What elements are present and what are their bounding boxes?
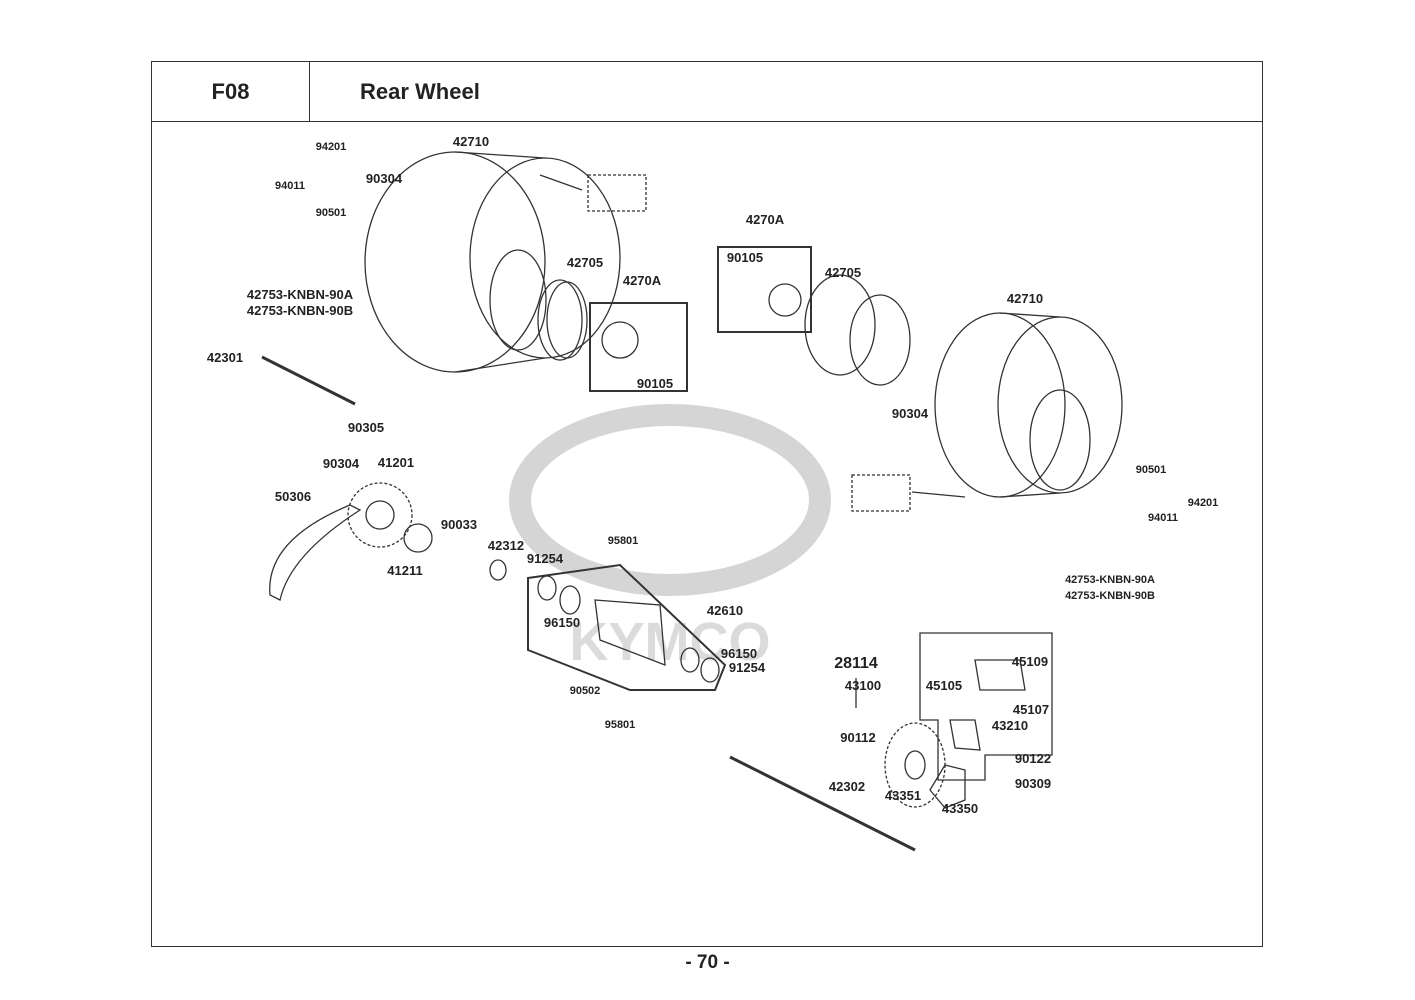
part-label: 91254 [728,660,766,675]
part-label: 90105 [726,250,764,265]
part-label: 45109 [1011,654,1049,669]
part-label: 43210 [991,718,1029,733]
part-label: 90502 [569,685,601,697]
watermark-text: KYMCO [570,612,771,672]
part-label: 42753-KNBN-90A [246,287,354,302]
part-label: 4270A [622,273,662,288]
part-label: 42705 [824,265,862,280]
axle-bolt [261,355,356,406]
page-title: Rear Wheel [309,61,1263,122]
right-rim [804,274,911,386]
part-label: 42753-KNBN-90A [1065,574,1155,586]
part-label: 43100 [844,678,882,693]
part-label: 95801 [604,719,636,731]
part-label: 42705 [566,255,604,270]
part-label: 91254 [526,551,564,566]
part-label: 41211 [387,563,423,578]
part-label: 42301 [206,350,244,365]
kymco-watermark: KYMCO [509,404,831,672]
rear-axle [729,755,916,852]
right-hub [768,283,802,317]
part-label: 42753-KNBN-90B [1065,590,1155,602]
part-label: 90309 [1014,776,1052,791]
part-label: 94201 [315,141,347,153]
part-label: 42302 [828,779,866,794]
part-label: 42753-KNBN-90B [246,303,354,318]
part-label: 41201 [377,455,415,470]
brake-hub [929,764,966,809]
drive-chain [269,504,362,601]
hub-box-left [589,302,688,392]
part-label: 50306 [274,489,312,504]
part-label: 43350 [941,801,979,816]
part-label: 90112 [840,730,876,745]
hub-box-right [717,246,812,333]
part-label: 42610 [706,603,744,618]
section-code: F08 [151,61,310,122]
part-label: 42710 [452,134,490,149]
part-label: 94011 [1148,512,1178,524]
part-label: 96150 [720,646,758,661]
part-label: 90033 [440,517,478,532]
part-label: 42312 [487,538,525,553]
part-label: 90304 [365,171,403,186]
left-tire [364,151,621,373]
part-label: 90501 [315,207,347,219]
part-label: 94201 [1187,497,1219,509]
part-label: 90105 [636,376,674,391]
bearing-housing-group [527,563,727,691]
part-label: 42710 [1006,291,1044,306]
caliper [974,659,1026,691]
bearing-housing [594,599,666,666]
right-tire [934,312,1123,498]
part-label: 28114 [834,655,878,672]
part-label: 90304 [891,406,929,421]
seal [489,559,507,581]
part-label: 95801 [607,535,639,547]
part-label: 94011 [275,180,305,192]
part-label: 43351 [884,788,922,803]
part-label: 45107 [1012,702,1050,717]
left-rim [537,279,588,361]
tread-pattern-left [587,174,647,212]
part-label: 90122 [1014,751,1052,766]
caliper-box [919,632,1053,781]
tread-pattern-right [851,474,911,512]
part-label: 96150 [543,615,581,630]
left-hub [601,321,639,359]
part-label: 90305 [347,420,385,435]
sprocket [347,482,413,548]
part-label: 4270A [745,212,785,227]
part-label: 45105 [925,678,963,693]
sprocket-hub [403,523,433,553]
part-label: 90501 [1135,464,1167,476]
part-label: 90304 [322,456,360,471]
page-number: - 70 - [685,952,730,973]
